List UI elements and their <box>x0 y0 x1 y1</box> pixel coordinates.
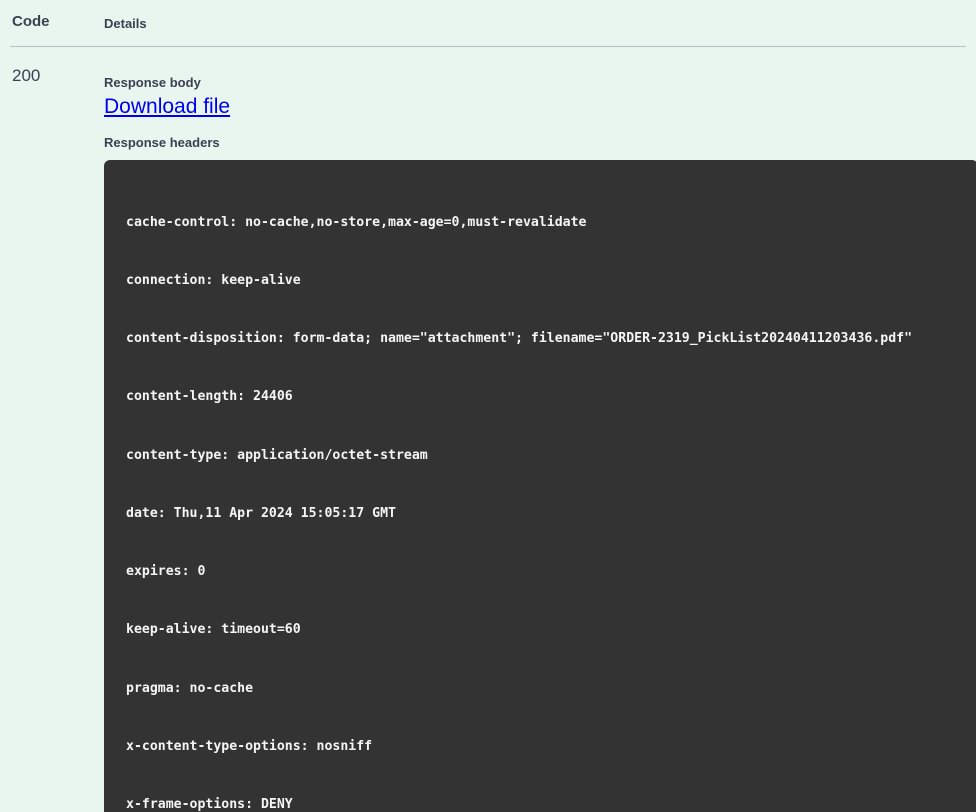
header-line: content-type: application/octet-stream <box>126 447 428 463</box>
response-body-label: Response body <box>104 75 201 90</box>
download-file-link[interactable]: Download file <box>104 95 231 118</box>
column-header-details: Details <box>104 16 147 31</box>
header-line: connection: keep-alive <box>126 273 301 289</box>
response-headers-label: Response headers <box>104 135 220 150</box>
header-line: x-content-type-options: nosniff <box>126 738 373 754</box>
header-line: content-disposition: form-data; name="at… <box>126 331 913 347</box>
header-line: date: Thu,11 Apr 2024 15:05:17 GMT <box>126 505 396 521</box>
column-header-code: Code <box>12 13 50 30</box>
header-line: content-length: 24406 <box>126 389 293 405</box>
table-header-row: Code Details <box>0 0 976 32</box>
status-code-cell: 200 <box>12 66 41 85</box>
response-details-cell: Response body Download file Response hea… <box>104 47 976 812</box>
header-divider <box>10 46 966 47</box>
header-line: expires: 0 <box>126 564 206 580</box>
header-line: x-frame-options: DENY <box>126 797 293 812</box>
header-line: cache-control: no-cache,no-store,max-age… <box>126 214 587 230</box>
response-headers-code-block: cache-control: no-cache,no-store,max-age… <box>104 160 976 812</box>
table-row: 200 Response body Download file Response… <box>0 47 976 812</box>
header-line: keep-alive: timeout=60 <box>126 622 301 638</box>
header-line: pragma: no-cache <box>126 680 254 696</box>
